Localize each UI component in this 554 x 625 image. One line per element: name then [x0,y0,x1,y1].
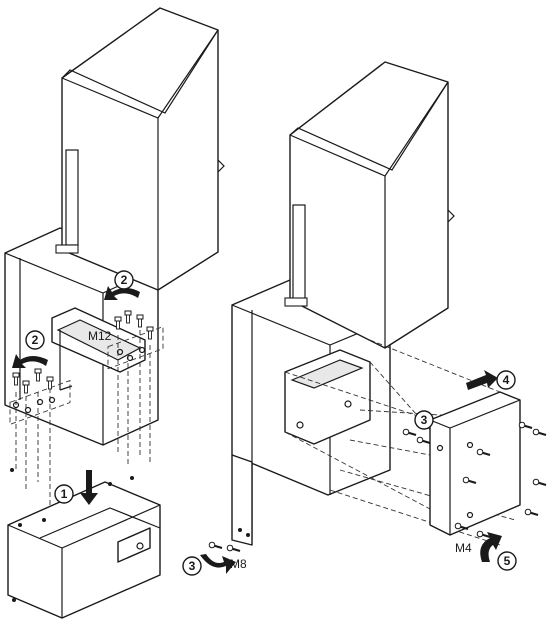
step-3-lower-badge: 3 [182,556,202,576]
svg-text:2: 2 [32,333,39,347]
left-device [55,7,225,291]
label-m8: M8 [230,557,247,571]
step-2-upper-arrow [104,286,140,300]
step-2-lower-arrow [12,354,48,368]
step-4-arrow [466,370,498,390]
step-5-arrow [480,532,502,562]
svg-text:5: 5 [504,554,511,568]
step-3-upper-badge: 3 [414,410,434,430]
step-2-upper-badge: 2 [114,270,134,290]
right-device [284,61,455,349]
label-m12: M12 [88,329,112,343]
svg-text:4: 4 [503,373,510,387]
svg-text:2: 2 [121,273,128,287]
right-cover-plate [429,391,521,536]
step-1-badge: 1 [54,484,74,504]
step-1-arrow [80,470,98,505]
step-5-badge: 5 [497,551,517,571]
left-screws [12,310,154,414]
step-3-lower-arrow [200,554,236,574]
right-assembly [200,61,548,574]
step-4-badge: 4 [496,370,516,390]
svg-text:3: 3 [421,413,428,427]
label-m4: M4 [455,541,472,555]
svg-text:1: 1 [61,487,68,501]
svg-text:3: 3 [189,559,196,573]
step-2-lower-badge: 2 [25,330,45,350]
step-3-bolts [402,428,432,445]
m8-screws [208,541,242,553]
left-assembly [4,7,225,619]
right-bracket-frame [284,349,371,445]
left-base-box [7,476,161,619]
